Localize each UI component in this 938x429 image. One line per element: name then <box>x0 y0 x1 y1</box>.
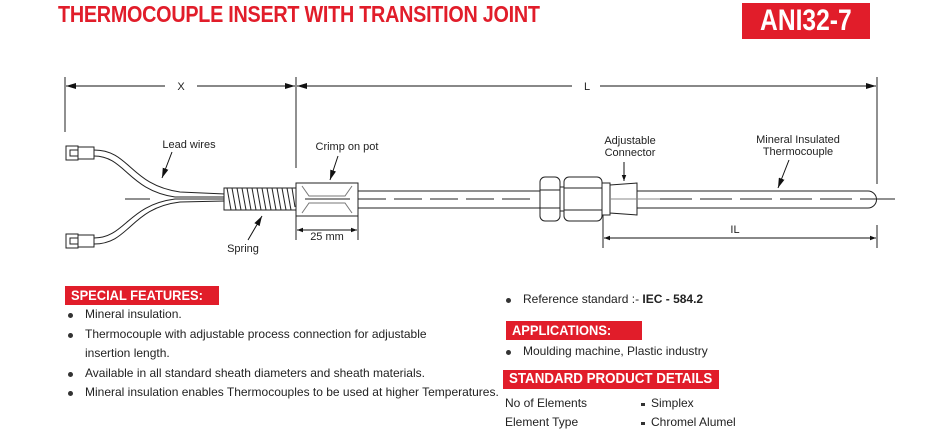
detail-row: No of Elements Simplex <box>505 396 694 410</box>
feature-item: Mineral insulation enables Thermocouples… <box>65 383 499 403</box>
dimension-il-label: IL <box>730 224 739 236</box>
page-title: THERMOCOUPLE INSERT WITH TRANSITION JOIN… <box>58 1 540 27</box>
dimension-crimp-label: 25 mm <box>310 231 344 243</box>
sheath-tube <box>358 190 540 209</box>
dimension-l-label: L <box>584 81 590 93</box>
callout-adjustable-connector-line2: Connector <box>605 147 656 159</box>
lead-wires <box>93 149 226 245</box>
spring-coils <box>226 187 296 211</box>
standard-product-details-heading: STANDARD PRODUCT DETAILS <box>503 370 719 389</box>
detail-label: Element Type <box>505 415 579 429</box>
extension-lines <box>64 77 878 248</box>
connector-ferrule <box>559 186 565 212</box>
callout-lead-wires: Lead wires <box>162 139 216 151</box>
special-features-list: Mineral insulation. Thermocouple with ad… <box>65 305 499 403</box>
thermocouple-diagram: X L IL 25 mm <box>64 77 895 255</box>
callout-mi-thermocouple-line2: Thermocouple <box>763 146 833 158</box>
special-features-heading: SPECIAL FEATURES: <box>65 286 219 305</box>
reference-label: Reference standard :- <box>523 292 643 306</box>
callout-arrows <box>161 151 790 241</box>
connector-thread <box>601 182 660 216</box>
applications-list: Moulding machine, Plastic industry <box>503 342 803 362</box>
applications-heading: APPLICATIONS: <box>506 321 642 340</box>
detail-value: Simplex <box>641 396 694 410</box>
detail-label: No of Elements <box>505 396 588 410</box>
crimp-pot-detail <box>301 185 353 214</box>
lug-terminal-top <box>65 145 95 161</box>
detail-row: Element Type Chromel Alumel <box>505 415 736 429</box>
product-code: ANI32-7 <box>760 4 852 37</box>
reference-value: IEC - 584.2 <box>642 292 704 306</box>
callout-adjustable-connector-line1: Adjustable <box>604 135 655 147</box>
callout-crimp-on-pot: Crimp on pot <box>316 141 379 153</box>
product-code-badge: ANI32-7 <box>742 3 870 39</box>
feature-item: Mineral insulation. <box>65 305 495 325</box>
detail-value: Chromel Alumel <box>641 415 736 429</box>
connector-nut <box>539 176 561 222</box>
feature-item: Thermocouple with adjustable process con… <box>65 325 495 364</box>
lug-terminal-bottom <box>65 233 95 249</box>
mi-sheath <box>637 190 877 209</box>
dimension-x-label: X <box>177 81 185 93</box>
reference-standard: Reference standard :- IEC - 584.2 <box>503 290 803 310</box>
application-item: Moulding machine, Plastic industry <box>503 342 803 362</box>
callout-mi-thermocouple-line1: Mineral Insulated <box>756 134 840 146</box>
callout-spring: Spring <box>227 243 259 255</box>
connector-body-nut <box>563 176 603 222</box>
feature-item: Available in all standard sheath diamete… <box>65 364 495 384</box>
